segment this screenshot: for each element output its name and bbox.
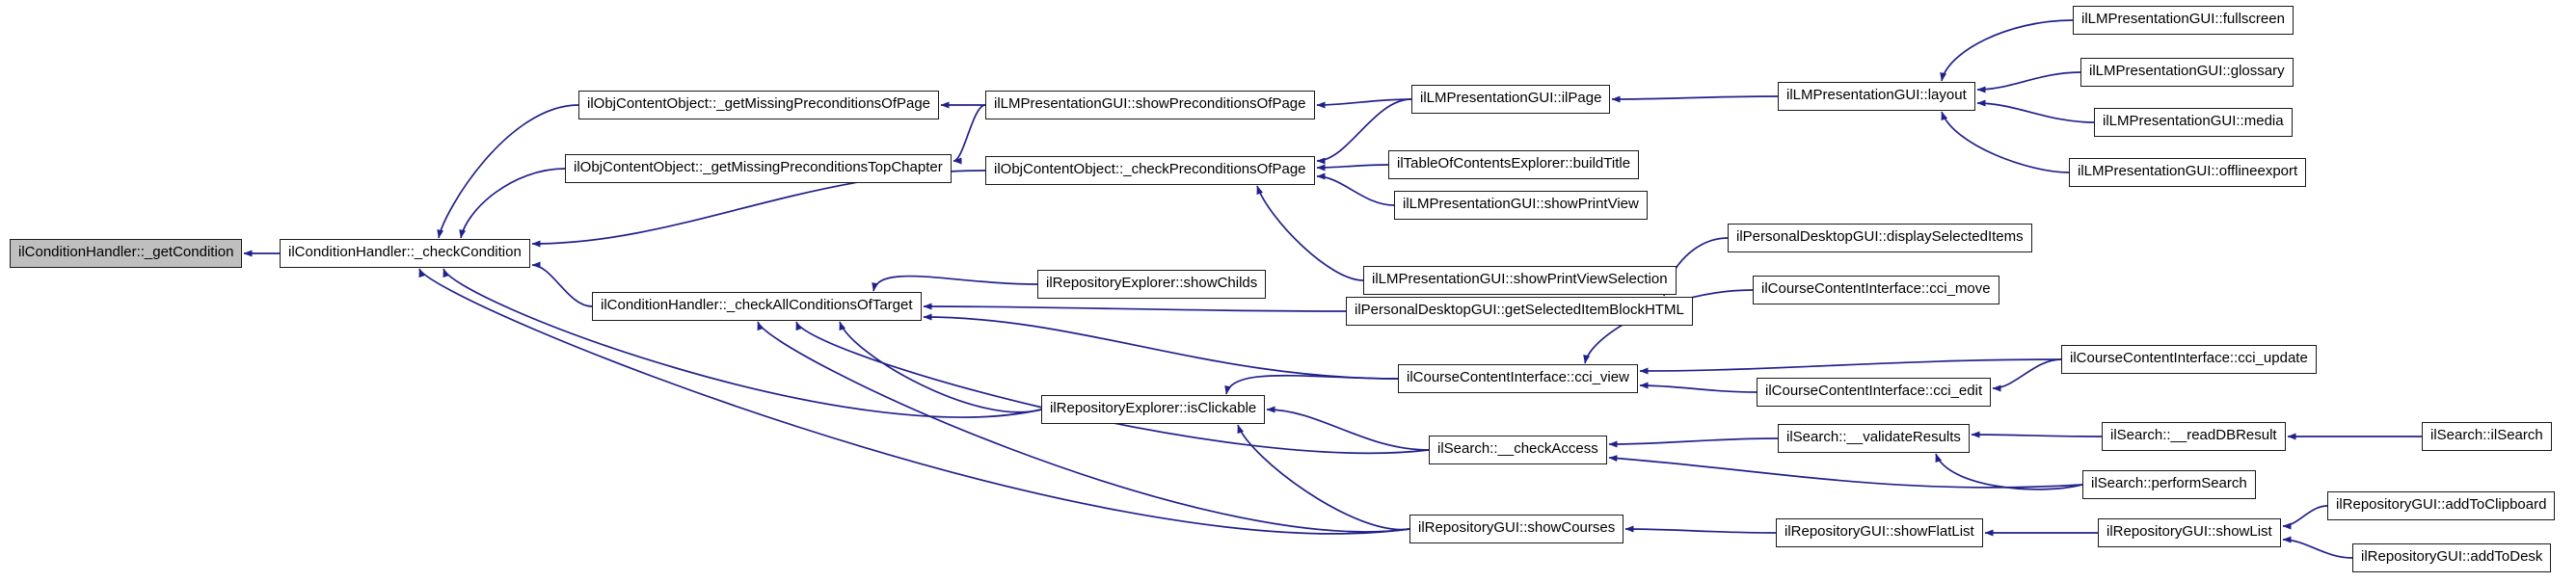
- call-edge-showPreOfPage-to-getMissingPreTopChapter: [953, 104, 986, 165]
- call-edge-ilPage-to-showPreOfPage: [1316, 98, 1412, 109]
- call-edge-cci_view-to-checkAllCond: [923, 313, 1399, 380]
- graph-node-media[interactable]: ilLMPresentationGUI::media: [2094, 108, 2293, 137]
- call-edge-layout-to-ilPage: [1611, 95, 1779, 103]
- call-edge-media-to-layout: [1976, 99, 2095, 123]
- graph-node-cci_view[interactable]: ilCourseContentInterface::cci_view: [1398, 364, 1638, 393]
- call-edge-checkAccess-to-checkAllCond: [795, 321, 1430, 455]
- graph-node-showCourses[interactable]: ilRepositoryGUI::showCourses: [1409, 515, 1624, 543]
- call-edge-showCourses-to-isClickable: [1237, 424, 1410, 531]
- graph-node-displaySelectedItems[interactable]: ilPersonalDesktopGUI::displaySelectedIte…: [1728, 224, 2032, 252]
- graph-node-layout[interactable]: ilLMPresentationGUI::layout: [1778, 82, 1975, 111]
- graph-node-performSearch[interactable]: ilSearch::performSearch: [2082, 470, 2256, 499]
- call-edge-showFlatList-to-showCourses: [1624, 525, 1777, 534]
- call-edges: [243, 19, 2422, 559]
- call-edge-showChilds-to-checkAllCond: [872, 275, 1038, 292]
- graph-node-cci_edit[interactable]: ilCourseContentInterface::cci_edit: [1757, 378, 1992, 407]
- graph-node-checkAllCond[interactable]: ilConditionHandler::_checkAllConditionsO…: [592, 292, 922, 321]
- graph-node-showPrintView[interactable]: ilLMPresentationGUI::showPrintView: [1394, 191, 1648, 220]
- graph-node-getMissingPreTopChapter[interactable]: ilObjContentObject::_getMissingPrecondit…: [565, 154, 952, 183]
- call-edge-showPrintView-to-checkPreOfPage: [1316, 172, 1395, 206]
- graph-node-cci_move[interactable]: ilCourseContentInterface::cci_move: [1753, 276, 1999, 304]
- call-edge-offlineexport-to-layout: [1941, 111, 2070, 173]
- call-edge-performSearch-to-validateResults: [1935, 453, 2083, 490]
- graph-node-glossary[interactable]: ilLMPresentationGUI::glossary: [2080, 58, 2294, 87]
- call-edge-buildTitle-to-checkPreOfPage: [1316, 164, 1389, 172]
- graph-node-offlineexport[interactable]: ilLMPresentationGUI::offlineexport: [2069, 158, 2307, 187]
- graph-node-validateResults[interactable]: ilSearch::__validateResults: [1778, 424, 1970, 453]
- call-edge-isClickable-to-checkCondition: [443, 268, 1042, 418]
- graph-node-showList[interactable]: ilRepositoryGUI::showList: [2098, 518, 2281, 547]
- call-edge-fullscreen-to-layout: [1940, 19, 2074, 82]
- call-edge-cci_view-to-isClickable: [1224, 374, 1399, 395]
- graph-node-getSelectedItemBlockHTML[interactable]: ilPersonalDesktopGUI::getSelectedItemBlo…: [1346, 297, 1693, 326]
- graph-node-checkPreOfPage[interactable]: ilObjContentObject::_checkPreconditionsO…: [985, 156, 1315, 185]
- graph-node-addToDesk[interactable]: ilRepositoryGUI::addToDesk: [2352, 543, 2552, 572]
- graph-node-fullscreen[interactable]: ilLMPresentationGUI::fullscreen: [2073, 6, 2294, 35]
- call-edge-getSelectedItemBlockHTML-to-checkAllCond: [923, 303, 1347, 312]
- call-edge-readDBResult-to-validateResults: [1971, 431, 2103, 438]
- call-edge-showCourses-to-checkCondition: [418, 268, 1410, 535]
- call-edge-showCourses-to-checkAllCond: [757, 321, 1410, 533]
- graph-node-buildTitle[interactable]: ilTableOfContentsExplorer::buildTitle: [1388, 150, 1640, 179]
- call-edge-showPrintViewSelection-to-checkPreOfPage: [1256, 185, 1364, 281]
- graph-node-showChilds[interactable]: ilRepositoryExplorer::showChilds: [1037, 270, 1267, 299]
- graph-node-showPrintViewSelection[interactable]: ilLMPresentationGUI::showPrintViewSelect…: [1363, 266, 1677, 295]
- call-edge-addToDesk-to-showList: [2282, 536, 2353, 559]
- graph-node-addToClipboard[interactable]: ilRepositoryGUI::addToClipboard: [2327, 491, 2556, 520]
- call-edge-validateResults-to-checkAccess: [1608, 437, 1779, 448]
- call-edge-cci_update-to-cci_view: [1639, 358, 2062, 375]
- call-edge-cci_update-to-cci_edit: [1992, 358, 2062, 392]
- graph-node-ilSearchCtor[interactable]: ilSearch::ilSearch: [2422, 422, 2552, 451]
- graph-node-checkAccess[interactable]: ilSearch::__checkAccess: [1429, 436, 1607, 464]
- call-edge-glossary-to-layout: [1976, 71, 2081, 93]
- graph-node-showFlatList[interactable]: ilRepositoryGUI::showFlatList: [1776, 518, 1983, 547]
- graph-node-checkCondition[interactable]: ilConditionHandler::_checkCondition: [280, 239, 530, 268]
- graph-node-isClickable[interactable]: ilRepositoryExplorer::isClickable: [1041, 395, 1266, 424]
- call-edge-getMissingPreTopChapter-to-checkCondition: [459, 168, 566, 239]
- call-edge-addToClipboard-to-showList: [2282, 505, 2328, 530]
- call-edge-isClickable-to-checkAllCond: [839, 321, 1042, 413]
- graph-node-cci_update[interactable]: ilCourseContentInterface::cci_update: [2061, 345, 2317, 374]
- graph-node-getCondition: ilConditionHandler::_getCondition: [10, 239, 243, 268]
- graph-node-getMissingPreOfPage[interactable]: ilObjContentObject::_getMissingPrecondit…: [578, 91, 940, 119]
- call-edge-checkAccess-to-isClickable: [1266, 406, 1430, 451]
- graph-node-ilPage[interactable]: ilLMPresentationGUI::ilPage: [1411, 85, 1611, 114]
- call-edge-cci_edit-to-cci_view: [1639, 382, 1758, 393]
- call-edge-ilPage-to-checkPreOfPage: [1316, 98, 1412, 165]
- graph-node-readDBResult[interactable]: ilSearch::__readDBResult: [2102, 422, 2286, 451]
- call-edge-checkAllCond-to-checkCondition: [531, 261, 593, 307]
- call-edge-getMissingPreOfPage-to-checkCondition: [437, 104, 579, 239]
- graph-node-showPreOfPage[interactable]: ilLMPresentationGUI::showPreconditionsOf…: [985, 91, 1315, 119]
